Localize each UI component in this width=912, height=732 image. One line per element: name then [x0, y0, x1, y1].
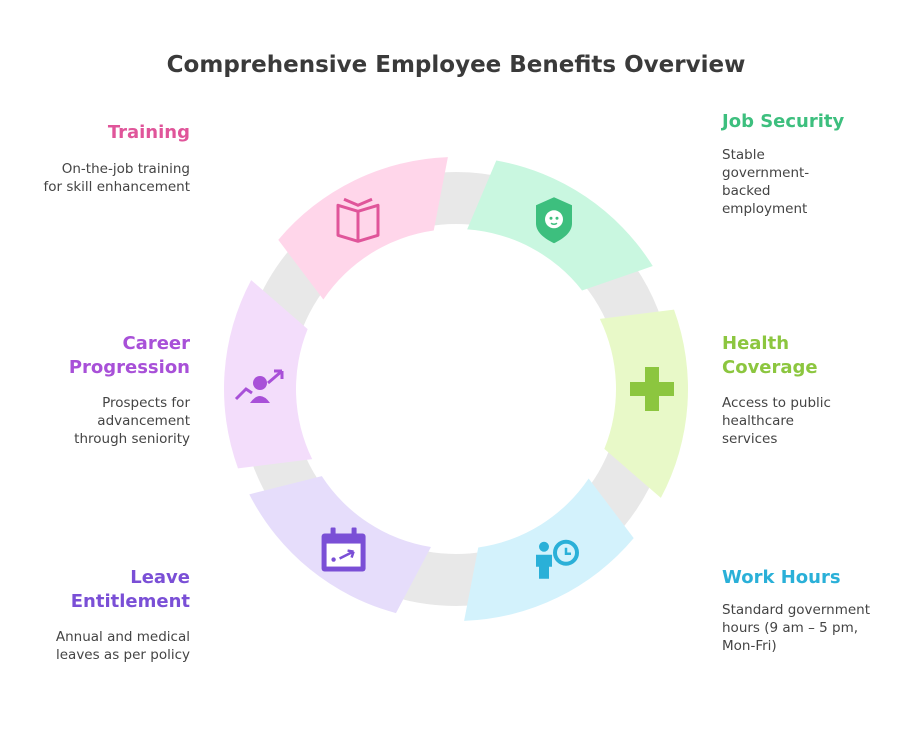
medical-cross-icon	[630, 367, 674, 411]
label-health: Health Coverage	[722, 333, 818, 378]
book-icon	[336, 197, 380, 243]
segment-training	[278, 157, 448, 300]
label-work-hours: Work Hours	[722, 567, 841, 588]
label-job-security: Job Security	[722, 111, 845, 132]
diagram-title: Comprehensive Employee Benefits Overview	[166, 52, 746, 78]
label-leave: Leave Entitlement	[70, 567, 190, 612]
calendar-icon	[321, 527, 366, 572]
segment-health	[599, 309, 688, 498]
label-career: Career Progression	[68, 333, 190, 378]
desc-leave: Annual and medical leaves as per policy	[55, 629, 190, 663]
desc-work-hours: Standard government hours (9 am – 5 pm, …	[722, 602, 871, 654]
desc-training: On-the-job training for skill enhancemen…	[43, 161, 190, 195]
desc-job-security: Stable government-backed employment	[722, 147, 810, 217]
desc-career: Prospects for advancement through senior…	[74, 395, 190, 447]
desc-health: Access to public healthcare services	[722, 395, 831, 447]
person-growth-icon	[234, 369, 284, 403]
label-training: Training	[107, 122, 190, 143]
shield-icon	[536, 197, 572, 244]
person-clock-icon	[536, 539, 579, 579]
segment-career	[224, 280, 313, 469]
segment-work_hours	[464, 478, 634, 621]
